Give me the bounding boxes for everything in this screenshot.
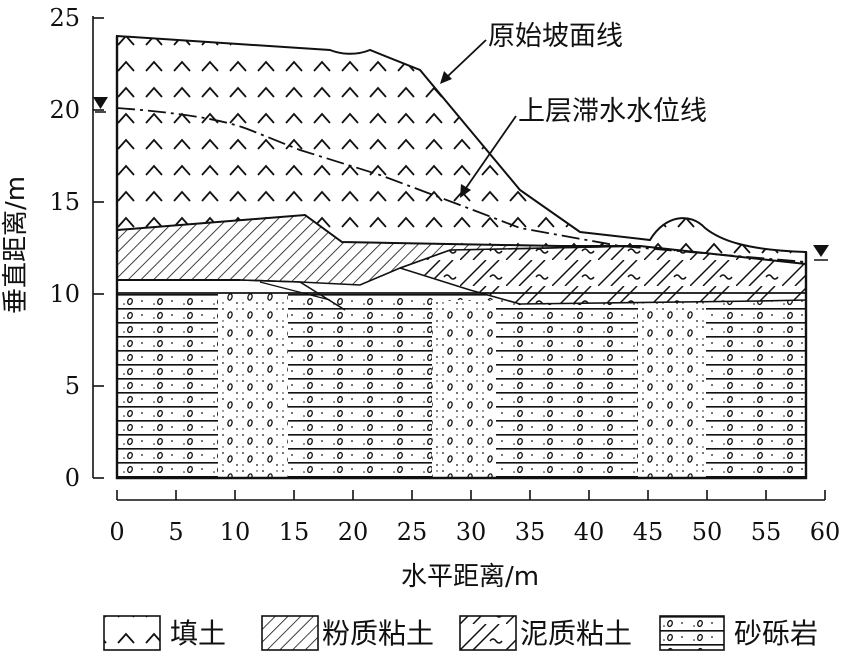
perched-water-line [116, 107, 807, 263]
legend-swatch-fill [103, 615, 161, 651]
x-tick-label: 55 [751, 518, 782, 546]
y-tick-label: 25 [49, 4, 80, 32]
x-tick-label: 60 [810, 518, 841, 546]
y-axis: 25 20 15 10 5 0 垂直距离/m [1, 4, 104, 492]
svg-text:泥质粘土: 泥质粘土 [520, 617, 632, 650]
x-axis-title: 水平距离/m [401, 562, 539, 592]
x-tick-label: 35 [515, 518, 546, 546]
sand-column [432, 300, 496, 478]
x-tick-label: 40 [574, 518, 605, 546]
legend: 填土 粉质粘土 泥质粘土 砂砾岩 [103, 615, 818, 651]
water-level-marker-right [813, 245, 829, 257]
y-tick-label: 5 [65, 372, 80, 400]
y-tick-label: 10 [49, 280, 80, 308]
y-axis-title: 垂直距离/m [1, 176, 31, 314]
x-tick-label: 10 [220, 518, 251, 546]
legend-item-muddy-clay: 泥质粘土 [459, 615, 632, 651]
svg-text:砂砾岩: 砂砾岩 [734, 617, 818, 650]
x-tick-label: 25 [397, 518, 428, 546]
x-tick-label: 30 [456, 518, 487, 546]
svg-text:填土: 填土 [170, 617, 226, 650]
x-axis: 0 5 10 15 20 25 30 35 40 45 50 55 60 水平距… [109, 490, 840, 592]
legend-item-fill: 填土 [103, 615, 226, 651]
annotation-original-slope: 原始坡面线 [440, 21, 623, 84]
svg-text:上层滞水水位线: 上层滞水水位线 [518, 96, 707, 127]
geology-profile [115, 34, 808, 480]
x-tick-label: 50 [692, 518, 723, 546]
x-tick-label: 15 [279, 518, 310, 546]
legend-item-silty-clay: 粉质粘土 [261, 615, 434, 651]
annotation-perched-water: 上层滞水水位线 [460, 96, 707, 198]
x-tick-label: 0 [109, 518, 124, 546]
profile-outline [115, 36, 808, 480]
x-tick-label: 45 [633, 518, 664, 546]
y-tick-label: 0 [65, 464, 80, 492]
x-tick-label: 20 [338, 518, 369, 546]
svg-text:粉质粘土: 粉质粘土 [322, 617, 434, 650]
y-tick-label: 20 [49, 96, 80, 124]
sand-column [638, 300, 706, 478]
legend-swatch-muddy-clay [459, 615, 517, 651]
legend-item-gravel-rock: 砂砾岩 [659, 615, 818, 651]
sand-column [218, 293, 288, 478]
y-tick-label: 15 [49, 188, 80, 216]
svg-text:原始坡面线: 原始坡面线 [488, 21, 623, 52]
water-level-marker-left [93, 97, 108, 109]
legend-swatch-gravel-rock [659, 615, 725, 651]
legend-swatch-silty-clay [261, 615, 319, 651]
x-tick-label: 5 [168, 518, 183, 546]
